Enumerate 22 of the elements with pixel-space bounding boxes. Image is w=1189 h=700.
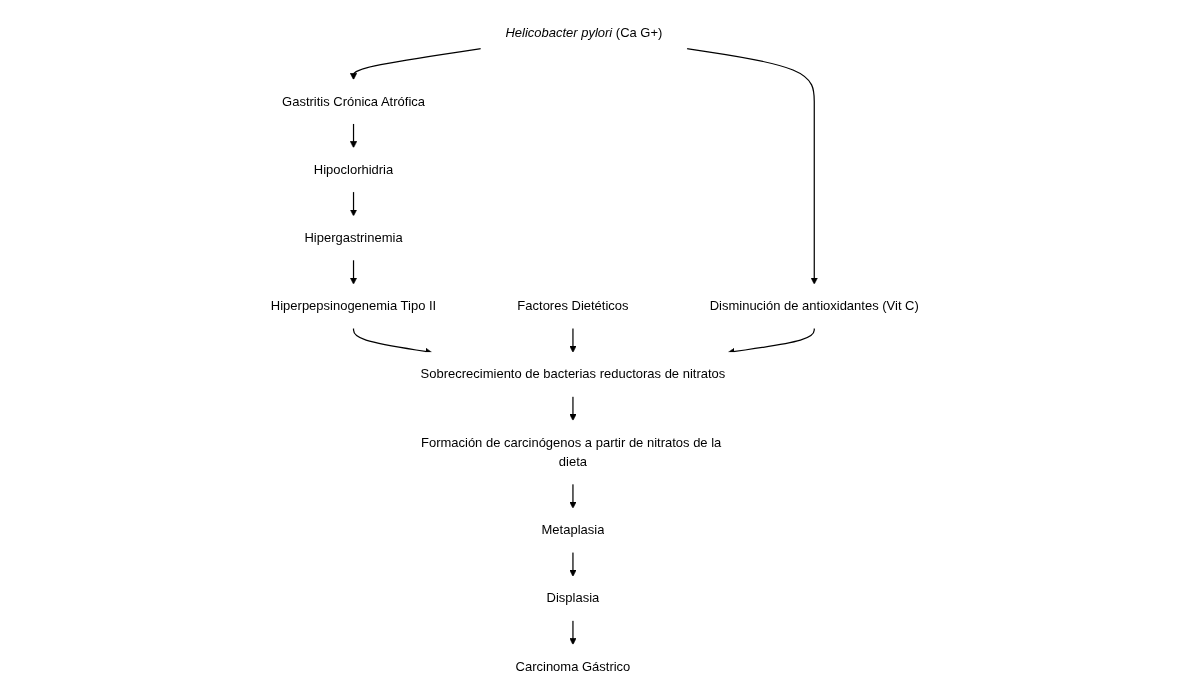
node-text: Disminución de antioxidantes (Vit C)	[709, 298, 919, 313]
arrow	[569, 619, 577, 645]
arrow	[349, 122, 357, 149]
node-text: Carcinoma Gástrico	[515, 659, 630, 674]
node-text: Hiperpepsinogenemia Tipo II	[270, 298, 436, 313]
arrow	[569, 483, 577, 509]
node-text: Factores Dietéticos	[517, 298, 629, 313]
node-text: Sobrecrecimiento de bacterias reductoras de nitratos	[420, 367, 725, 381]
arrow	[569, 327, 577, 353]
node-text: Hipoclorhidria	[313, 162, 393, 177]
node-text: Hipergastrinemia	[304, 230, 403, 245]
arrow	[569, 395, 577, 421]
node-text: Helicobacter pylori (Ca G+)	[505, 26, 663, 40]
node-text: Displasia	[546, 591, 599, 605]
arrow	[349, 259, 357, 285]
arrow	[349, 191, 357, 217]
arrow	[569, 551, 577, 577]
node-text: Gastritis Crónica Atrófica	[281, 94, 425, 109]
node-text: Formación de carcinógenos a partir de nitratos de la dieta	[420, 435, 721, 469]
arrow	[349, 48, 482, 80]
arrow	[685, 48, 818, 285]
node-text: Metaplasia	[541, 522, 605, 537]
